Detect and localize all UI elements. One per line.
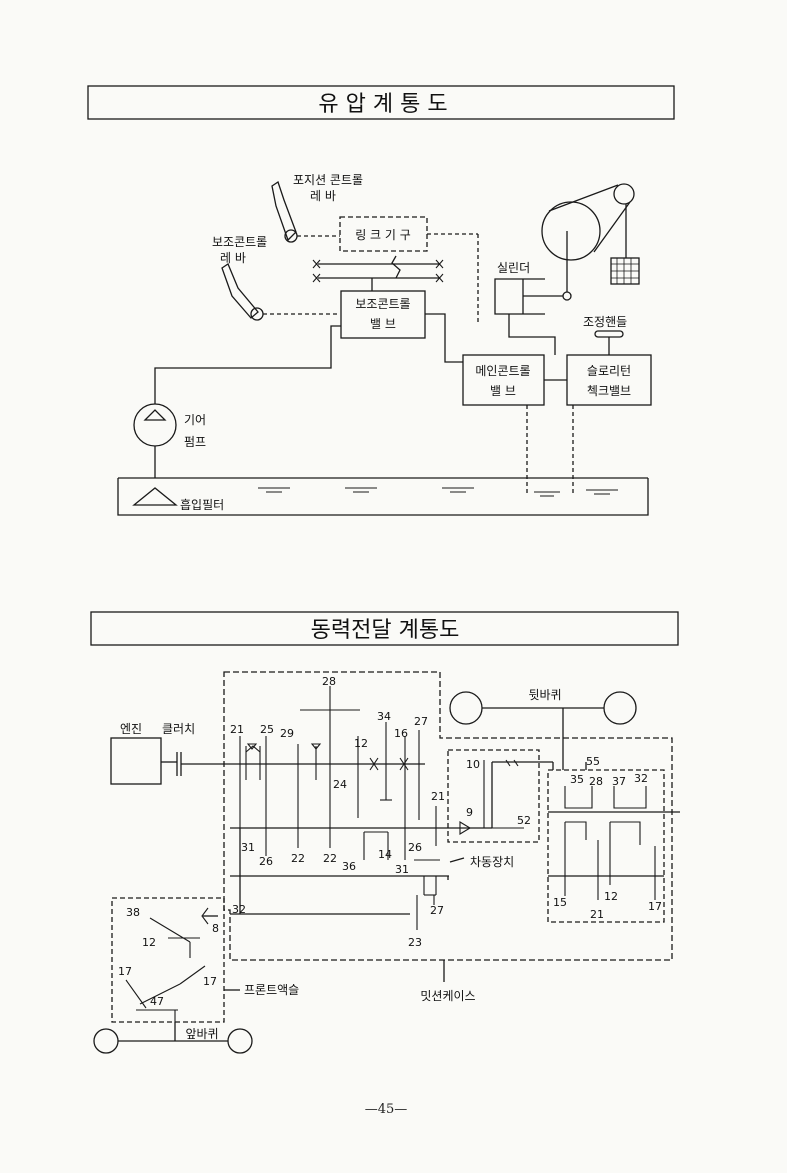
gear-label: 12 <box>354 737 368 750</box>
power-title: 동력전달 계통도 <box>311 618 460 643</box>
aux-valve-label-1: 보조콘트롤 <box>355 297 410 311</box>
gear-label: 28 <box>589 775 603 788</box>
mission-case-label: 밋션케이스 <box>420 989 475 1003</box>
slow-return-label-2: 첵크밸브 <box>587 384 631 398</box>
front-wheels <box>93 1022 253 1054</box>
power-diagram <box>90 611 680 1054</box>
gear-label: 21 <box>230 723 244 736</box>
gear-pump <box>133 403 177 447</box>
clutch <box>161 752 237 776</box>
front-wheel-label: 앞바퀴 <box>185 1027 218 1041</box>
engine <box>110 737 162 785</box>
hydraulic-title-box <box>87 85 675 120</box>
gear-label: 24 <box>333 778 347 791</box>
gear-label: 23 <box>408 936 422 949</box>
clutch-label: 클러치 <box>162 722 195 736</box>
gear-label: 22 <box>323 852 337 865</box>
slow-return-label-1: 슬로리턴 <box>587 364 631 378</box>
gear-label: 27 <box>414 715 428 728</box>
gear-label: 26 <box>259 855 273 868</box>
main-valve-label-1: 메인콘트롤 <box>475 364 530 378</box>
gear-label: 27 <box>430 904 444 917</box>
gear-label: 16 <box>394 727 408 740</box>
gear-label: 12 <box>604 890 618 903</box>
gear-label: 17 <box>203 975 217 988</box>
gear-label: 31 <box>395 863 409 876</box>
gear-label: 31 <box>241 841 255 854</box>
hydraulic-diagram <box>87 85 675 516</box>
gear-label: 26 <box>408 841 422 854</box>
gear-label: 37 <box>612 775 626 788</box>
position-lever-label-2: 레 바 <box>310 189 336 203</box>
power-title-box <box>90 611 679 646</box>
front-axle-box <box>111 897 225 1023</box>
position-lever-label-1: 포지션 콘트롤 <box>293 173 363 187</box>
differential-box <box>447 749 540 843</box>
page-number: —45— <box>365 1102 408 1117</box>
gear-label: 55 <box>586 755 600 768</box>
final-drive-box <box>547 769 665 923</box>
aux-valve-label-2: 밸 브 <box>370 317 396 331</box>
power-labels: 동력전달 계통도 엔진 클러치 뒷바퀴 차동장치 밋션케이스 프론트액슬 앞바퀴… <box>118 618 662 1041</box>
gear-label: 9 <box>466 806 473 819</box>
suction-filter <box>132 487 178 506</box>
aux-lever <box>221 263 264 321</box>
mission-case <box>223 671 673 961</box>
lift-pulley <box>541 183 640 292</box>
gear-label: 10 <box>466 758 480 771</box>
gear-label: 52 <box>517 814 531 827</box>
suction-filter-label: 흡입필터 <box>180 498 224 512</box>
link-mechanism <box>339 216 428 252</box>
gear-label: 17 <box>648 900 662 913</box>
main-valve-label-2: 밸 브 <box>490 384 516 398</box>
gear-pump-label-1: 기어 <box>184 413 206 427</box>
gear-label: 21 <box>590 908 604 921</box>
gear-pump-label-2: 펌프 <box>184 435 206 449</box>
gear-label: 32 <box>232 903 246 916</box>
gear-label: 15 <box>553 896 567 909</box>
gear-label: 22 <box>291 852 305 865</box>
gear-label: 47 <box>150 995 164 1008</box>
oil-tank <box>117 477 649 516</box>
cylinder <box>494 278 572 315</box>
gear-label: 12 <box>142 936 156 949</box>
gear-label: 17 <box>118 965 132 978</box>
gear-label: 32 <box>634 772 648 785</box>
hydraulic-labels: 유 압 계 통 도 포지션 콘트롤 레 바 보조콘트롤 레 바 링 크 기 구 … <box>180 92 631 512</box>
differential-label: 차동장치 <box>470 855 514 869</box>
adjust-handle <box>594 330 624 338</box>
adjust-handle-label: 조정핸들 <box>583 314 627 329</box>
hydraulic-title: 유 압 계 통 도 <box>318 92 447 117</box>
cylinder-label: 실린더 <box>497 261 530 275</box>
link-label: 링 크 기 구 <box>355 228 411 242</box>
gear-label: 35 <box>570 773 584 786</box>
aux-lever-label-2: 레 바 <box>220 251 246 265</box>
engine-label: 엔진 <box>120 722 142 736</box>
gear-label: 8 <box>212 922 219 935</box>
gear-label: 36 <box>342 860 356 873</box>
rear-wheels <box>449 691 637 770</box>
gear-label: 29 <box>280 727 294 740</box>
aux-lever-label-1: 보조콘트롤 <box>212 235 267 249</box>
rear-wheel-label: 뒷바퀴 <box>528 688 561 702</box>
gear-label: 34 <box>377 710 391 723</box>
gear-label: 25 <box>260 723 274 736</box>
gear-label: 21 <box>431 790 445 803</box>
position-lever <box>271 180 298 243</box>
gear-label: 28 <box>322 675 336 688</box>
gear-label: 14 <box>378 848 392 861</box>
front-axle-label: 프론트액슬 <box>244 983 299 997</box>
gear-label: 38 <box>126 906 140 919</box>
